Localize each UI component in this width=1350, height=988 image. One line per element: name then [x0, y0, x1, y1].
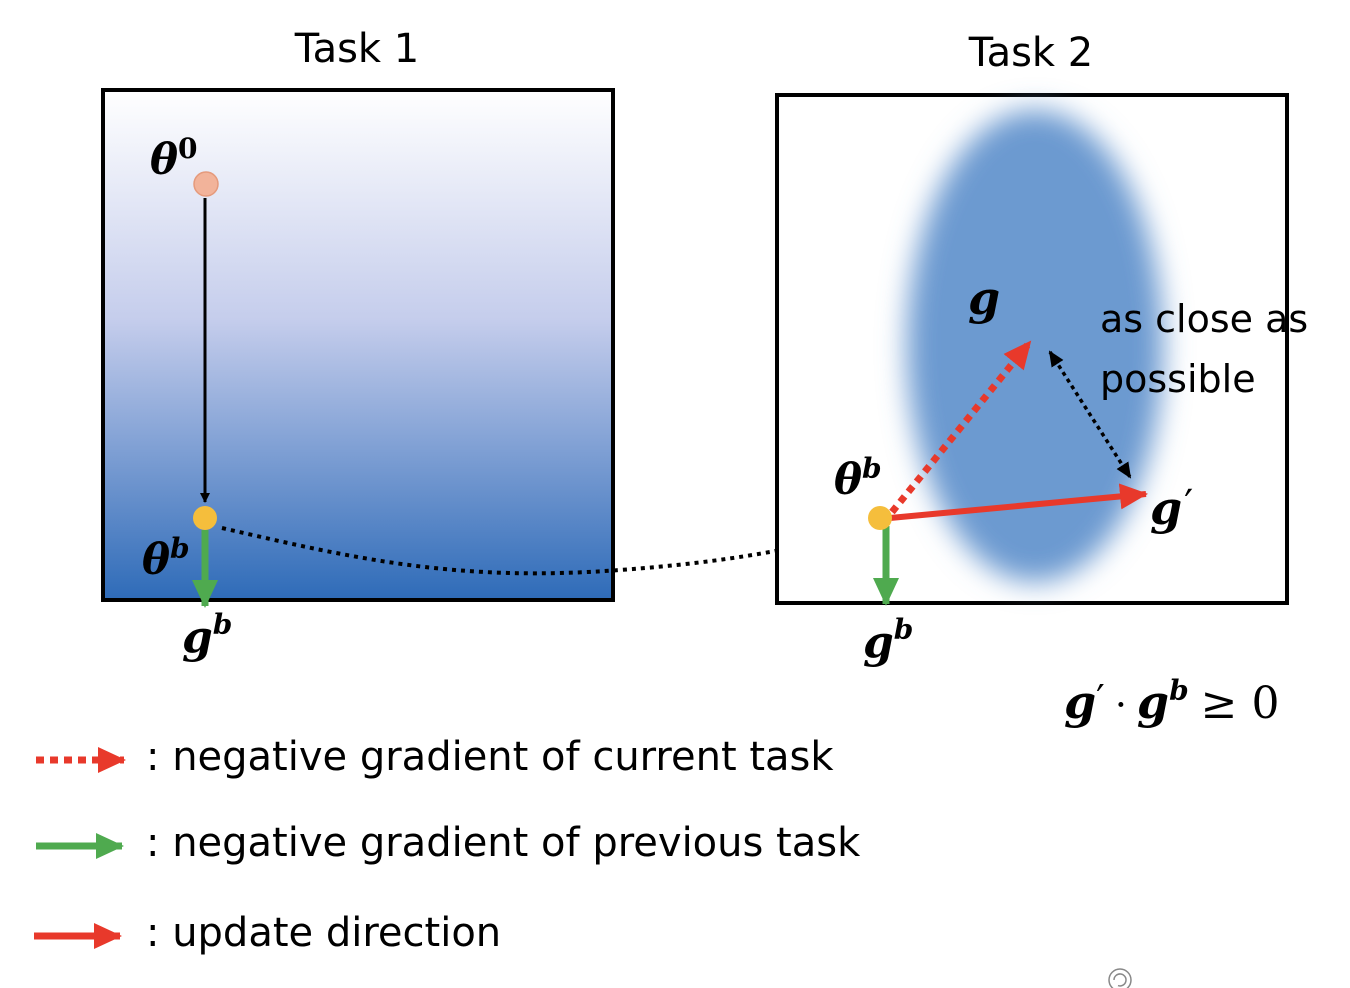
transfer-dotted-path [221, 526, 869, 576]
close-annotation-line2: possible [1100, 357, 1256, 401]
task1-panel [101, 88, 615, 608]
legend-label-previous-gradient: : negative gradient of previous task [146, 820, 861, 866]
legend-label-update-direction: : update direction [146, 910, 501, 956]
task1-g-b-label: gb [182, 608, 232, 663]
task2-theta-b-point [868, 506, 892, 530]
task1-title: Task 1 [294, 26, 420, 72]
close-annotation-line1: as close as [1100, 297, 1308, 341]
task2-theta-b-label: θb [834, 452, 882, 504]
legend-item-previous-gradient: : negative gradient of previous task [36, 820, 861, 866]
task2-title: Task 2 [968, 30, 1094, 76]
task2-g-b-label: gb [863, 613, 913, 668]
legend-item-current-gradient: : negative gradient of current task [36, 734, 834, 780]
legend-label-current-gradient: : negative gradient of current task [146, 734, 834, 780]
task1-loss-surface [101, 88, 615, 602]
task1-theta-b-point [193, 506, 217, 530]
legend-item-update-direction: : update direction [34, 910, 501, 956]
constraint-formula: g′·gb≥ 0 [1064, 674, 1280, 729]
current-task-gradient-arrow [889, 339, 1033, 515]
theta-zero-point [193, 171, 219, 197]
g-prime-label: g′ [1150, 481, 1193, 535]
task1-theta-b-label: θb [142, 532, 190, 584]
update-direction-arrow [889, 483, 1148, 521]
as-close-as-possible-arrow [1048, 350, 1132, 479]
theta-zero-label: θ0 [150, 132, 198, 184]
g-label: g [968, 271, 1000, 325]
legend: : negative gradient of current task : ne… [34, 734, 861, 956]
refresh-icon [1108, 968, 1132, 988]
task2-panel [775, 93, 1289, 606]
